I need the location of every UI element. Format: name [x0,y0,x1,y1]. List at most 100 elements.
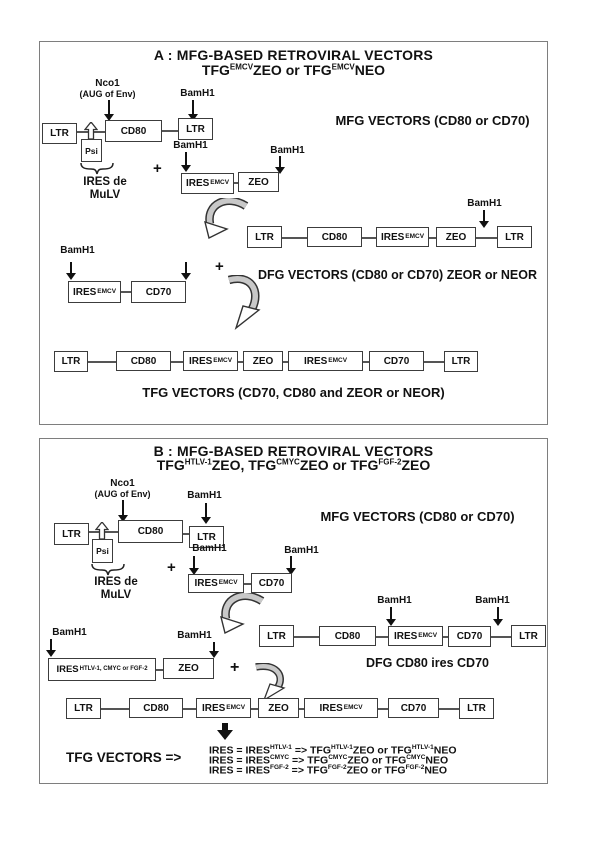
legend-text: NEO [433,744,457,757]
bamh1-label: BamH1 [173,140,208,151]
gene-sup: EMCV [210,179,230,186]
gene-label: IRES [201,702,226,714]
subtitle-sup: HTLV-1 [184,457,212,467]
connector-line [234,182,238,184]
gene-label: LTR [519,630,538,642]
gene-label: CD80 [120,125,147,137]
connector-line [244,583,251,585]
nco1-label: Nco1 (AUG of Env) [75,478,170,499]
gene-box-psi: Psi [92,539,113,563]
connector-line [88,361,116,363]
gene-label: LTR [267,630,286,642]
gene-label: CD80 [334,630,361,642]
hollow-up-arrow-icon [95,522,109,540]
gene-label: IRES [194,578,218,589]
gene-box-ltr: LTR [189,526,224,548]
gene-label: IRES [303,355,328,367]
connector-line [378,708,388,710]
gene-box-ltr: LTR [459,698,494,719]
panel-b: B : MFG-BASED RETROVIRAL VECTORS TFGHTLV… [39,438,548,784]
connector-line [121,291,131,293]
gene-label: CD80 [143,702,169,714]
subtitle-text: NEO [354,62,386,78]
gene-box-cd80: CD80 [116,351,171,371]
mfg-caption: MFG VECTORS (CD80 or CD70) [320,509,515,524]
legend-sup: HTLV-1 [269,744,292,751]
bamh1-label: BamH1 [180,88,215,99]
bamh1-label: BamH1 [377,595,412,606]
panel-b-subtitle: TFGHTLV-1ZEO, TFGCMYCZEO or TFGFGF-2ZEO [40,457,547,473]
thick-down-arrow-icon [216,723,234,740]
legend-text: NEO [425,754,449,767]
gene-label: ZEO [178,663,199,674]
gene-label: LTR [197,531,216,543]
connector-line [443,636,448,638]
plus-sign: + [215,258,224,275]
gene-box-ltr: LTR [259,625,294,647]
panel-b-title: B : MFG-BASED RETROVIRAL VECTORS [153,443,434,459]
gene-label: LTR [467,703,486,714]
curved-arrow-icon [220,593,265,635]
legend-text: => TFG [291,744,331,757]
gene-sup: HTLV-1, CMYC or FGF-2 [79,665,148,672]
bamh1-label: BamH1 [475,595,510,606]
gene-sup: EMCV [226,703,246,711]
connector-line [294,636,319,638]
legend-text: ZEO or TFG [352,744,412,757]
dfg-caption: DFG VECTORS (CD80 or CD70) ZEOR or NEOR [258,268,537,282]
bamh1-label: BamH1 [60,245,95,256]
gene-label: CD80 [321,231,348,243]
gene-label: CD70 [456,631,483,642]
panel-a: A : MFG-BASED RETROVIRAL VECTORS TFGEMCV… [39,41,548,425]
down-arrow-icon [188,100,198,121]
gene-box-cd70: CD70 [388,698,439,718]
gene-label: ZEO [268,702,289,714]
connector-line [101,708,129,710]
gene-sup: EMCV [405,232,425,240]
gene-box-zeo: ZEO [163,658,214,679]
panel-a-title: A : MFG-BASED RETROVIRAL VECTORS [153,47,434,63]
bamh1-label: BamH1 [52,627,87,638]
gene-label: CD80 [130,355,157,367]
gene-label: CD80 [137,526,164,537]
down-arrow-icon [181,152,191,172]
down-arrow-icon [118,500,128,522]
curved-arrow-icon [227,275,261,330]
subtitle-sup: EMCV [229,62,254,72]
ires-de-mulv-label: IRES de MuLV [65,176,145,201]
subtitle-text: ZEO or TFG [299,457,379,473]
connector-line [363,361,369,363]
gene-label: IRES [319,702,343,714]
down-arrow-icon [104,100,114,121]
ires-legend-line: IRES = IRESHTLV-1 => TFGHTLV-1ZEO or TFG… [209,743,457,756]
gene-box-cd80: CD80 [105,120,162,142]
down-arrow-icon [201,503,211,524]
gene-box-psi: Psi [81,139,102,162]
legend-sup: CMYC [406,754,426,761]
legend-text: IRES = IRES [209,744,270,757]
ires-legend-line: IRES = IRESCMYC => TFGCMYCZEO or TFGCMYC… [209,753,448,766]
gene-sup: EMCV [97,287,117,295]
gene-label: LTR [62,528,81,540]
gene-label: IRES [72,286,97,298]
subtitle-text: ZEO [401,457,431,473]
legend-sup: HTLV-1 [331,744,353,751]
tfg-caption: TFG VECTORS (CD70, CD80 and ZEOR or NEOR… [142,385,445,400]
connector-line [251,708,258,710]
bamh1-label: BamH1 [187,490,222,501]
gene-sup: EMCV [418,631,438,639]
aug-of-env-text: (AUG of Env) [94,489,151,499]
bamh1-label: BamH1 [284,545,319,556]
gene-label: CD70 [258,577,285,589]
gene-box-ltr: LTR [42,123,77,144]
legend-sup: FGF-2 [269,764,289,771]
down-arrow-icon [181,262,191,280]
legend-sup: HTLV-1 [411,744,434,751]
gene-label: IRES [380,231,405,243]
panel-a-subtitle: TFGEMCVZEO or TFGEMCVNEO [40,62,547,78]
curved-arrow-icon [204,198,249,240]
